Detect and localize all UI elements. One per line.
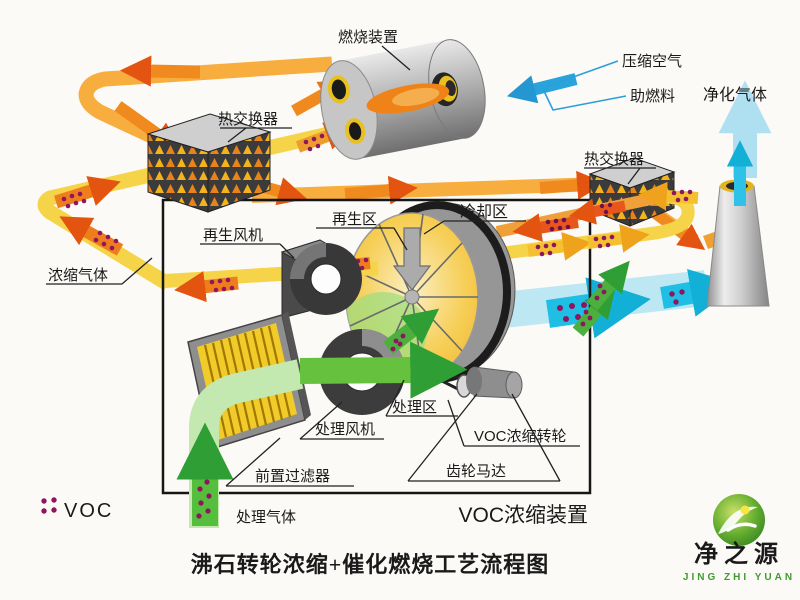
label-cooling-zone: 冷却区 bbox=[460, 203, 508, 221]
label-heat-exchanger-right: 热交换器 bbox=[584, 150, 644, 168]
regeneration-loop bbox=[495, 181, 699, 261]
label-regeneration-zone: 再生区 bbox=[332, 211, 377, 228]
label-voc-rotor: VOC浓缩转轮 bbox=[474, 428, 567, 445]
dotted-arrow bbox=[587, 224, 650, 253]
wheel-hub bbox=[404, 289, 420, 305]
process-gas-inlet-arrow bbox=[176, 422, 234, 526]
label-combustion-device: 燃烧装置 bbox=[338, 28, 398, 46]
label-compressed-air: 压缩空气 bbox=[622, 53, 682, 70]
label-auxiliary-fuel: 助燃料 bbox=[630, 87, 675, 105]
regeneration-fan bbox=[280, 239, 362, 319]
dotted-arrow bbox=[527, 232, 592, 261]
dotted-arrow bbox=[383, 308, 440, 355]
dotted-arrow bbox=[586, 260, 630, 311]
dotted-arrow bbox=[572, 286, 616, 337]
label-concentrated-gas: 浓缩气体 bbox=[48, 267, 108, 284]
logo-mark bbox=[713, 494, 765, 546]
voc-legend-text: VOC bbox=[64, 500, 113, 522]
label-purified-gas: 净化气体 bbox=[703, 86, 767, 104]
logo-name: 净之源 bbox=[694, 540, 784, 568]
clean-gas-arrow bbox=[660, 269, 739, 317]
concentrated-gas-duct bbox=[37, 80, 355, 291]
dotted-arrow bbox=[638, 181, 699, 211]
label-treatment-fan: 处理风机 bbox=[315, 421, 375, 438]
label-voc-device: VOC浓缩装置 bbox=[458, 504, 588, 527]
label-treatment-gas: 处理气体 bbox=[236, 509, 296, 526]
dotted-arrow bbox=[59, 216, 124, 256]
gear-motor bbox=[435, 366, 523, 399]
combustion-device bbox=[320, 39, 486, 160]
process-gas-path bbox=[176, 359, 304, 528]
dotted-arrow bbox=[295, 122, 355, 153]
compressed-air-arrow bbox=[506, 60, 627, 111]
voc-concentrator-box bbox=[161, 198, 592, 495]
diagram-title: 沸石转轮浓缩+催化燃烧工艺流程图 bbox=[191, 552, 550, 577]
dotted-arrow bbox=[54, 176, 121, 209]
dotted-arrow bbox=[174, 271, 239, 303]
label-pre-filter: 前置过滤器 bbox=[255, 468, 330, 485]
company-logo: 净之源 JING ZHI YUAN bbox=[683, 494, 795, 583]
label-treatment-zone: 处理区 bbox=[392, 399, 437, 416]
label-gear-motor: 齿轮马达 bbox=[446, 463, 506, 480]
heat-exchanger-left bbox=[146, 113, 272, 213]
leader-lines bbox=[46, 45, 656, 487]
voc-legend: VOC bbox=[41, 497, 113, 522]
burner-inlet-top bbox=[327, 75, 350, 104]
label-heat-exchanger-left: 热交换器 bbox=[218, 110, 278, 128]
process-gas-fan-arrow bbox=[299, 341, 468, 399]
burner-inlet-bottom bbox=[344, 118, 366, 145]
dotted-arrow bbox=[568, 198, 626, 225]
chimney bbox=[706, 80, 772, 307]
rotation-direction-arrow bbox=[392, 227, 432, 291]
logo-subtitle: JING ZHI YUAN bbox=[683, 572, 795, 583]
label-regeneration-fan: 再生风机 bbox=[203, 227, 263, 244]
